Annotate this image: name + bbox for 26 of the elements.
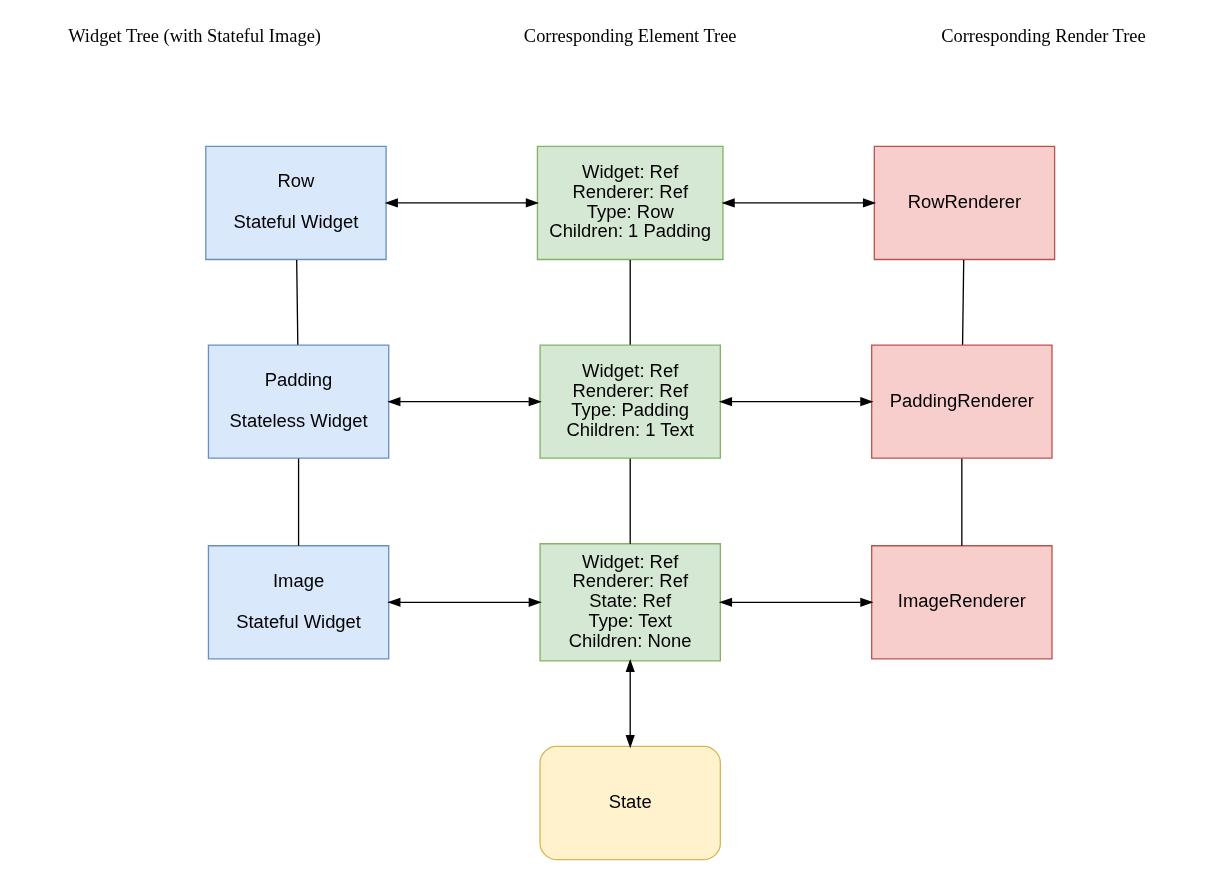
node-box: RowRenderer: [873, 145, 1056, 261]
connector: [961, 259, 965, 346]
connector: [961, 457, 963, 547]
connector: [629, 259, 631, 346]
connector: [297, 457, 300, 547]
node-box: PaddingRenderer: [871, 344, 1053, 459]
node-box: State: [539, 745, 721, 861]
node-box: ImageRenderer: [871, 545, 1053, 660]
node-box: Row Stateful Widget: [205, 145, 387, 261]
node-box: Widget: Ref Renderer: Ref State: Ref Type: Text Children: None: [539, 543, 721, 662]
label: Corresponding Element Tree: [523, 25, 737, 46]
arrow: [625, 658, 635, 749]
node-box: Image Stateful Widget: [207, 545, 390, 660]
arrow: [387, 597, 542, 607]
node-box: Widget: Ref Renderer: Ref Type: Padding Children: 1 Text: [539, 344, 721, 459]
node-box: Widget: Ref Renderer: Ref Type: Row Children: 1 Padding: [536, 145, 724, 261]
arrow: [387, 397, 542, 407]
connector: [296, 259, 299, 346]
label: Corresponding Render Tree: [941, 25, 1146, 46]
arrow: [718, 597, 874, 607]
arrow: [384, 198, 539, 208]
arrow: [718, 397, 874, 407]
node-box: Padding Stateless Widget: [207, 344, 390, 459]
connector: [629, 457, 631, 545]
label: Widget Tree (with Stateful Image): [68, 25, 322, 46]
arrow: [721, 198, 877, 208]
